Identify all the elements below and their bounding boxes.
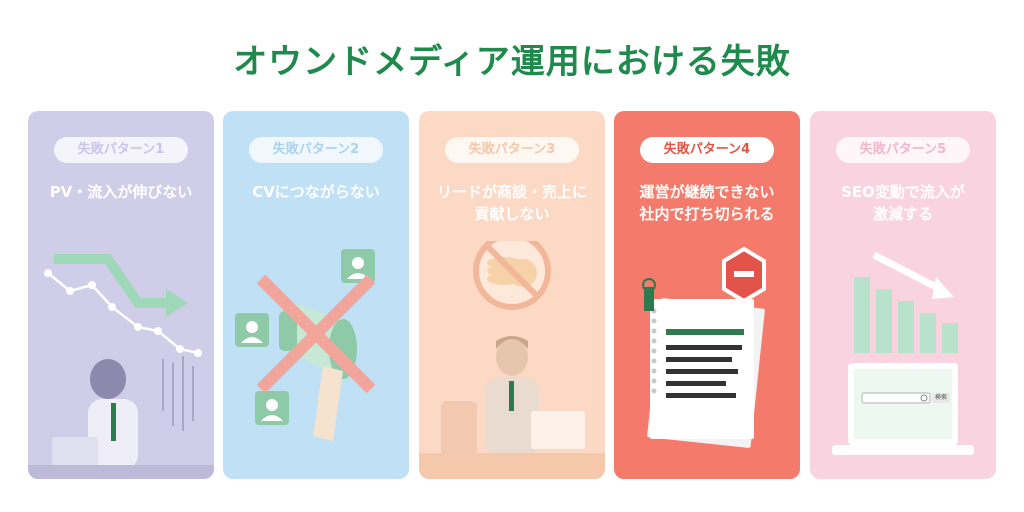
page-title: オウンドメディア運用における失敗 — [233, 42, 791, 82]
pattern-description-5: SEO変動で流入が 激減する — [841, 183, 965, 223]
pattern-description-2: CVにつながらない — [252, 183, 380, 201]
failure-card-2: 失敗パターン2 CVにつながらない — [223, 111, 409, 479]
failure-card-1: 失敗パターン1 PV・流入が伸びない — [28, 111, 214, 479]
megaphone-cross-illustration — [235, 249, 376, 441]
seo-drop-illustration — [832, 251, 974, 455]
no-money-illustration — [419, 241, 605, 479]
pattern-description-3: リードが商談・売上に 貢献しない — [436, 183, 587, 223]
stop-document-illustration — [642, 246, 766, 448]
pattern-badge-2: 失敗パターン2 — [249, 137, 383, 163]
declining-graph-illustration — [28, 254, 214, 479]
failure-card-3: 失敗パターン3 リードが商談・売上に 貢献しない — [419, 111, 605, 479]
search-button-label: 検索 — [934, 394, 947, 401]
pattern-badge-4: 失敗パターン4 — [640, 137, 774, 163]
pattern-badge-5: 失敗パターン5 — [836, 137, 970, 163]
failure-card-5: 失敗パターン5 SEO変動で流入が 激減する 検索 — [810, 111, 996, 479]
pattern-badge-3: 失敗パターン3 — [445, 137, 579, 163]
pattern-description-1: PV・流入が伸びない — [49, 183, 193, 201]
failure-card-4: 失敗パターン4 運営が継続できない 社内で打ち切られる — [614, 111, 800, 479]
pattern-description-4: 運営が継続できない 社内で打ち切られる — [639, 183, 775, 223]
pattern-badge-1: 失敗パターン1 — [54, 137, 188, 163]
